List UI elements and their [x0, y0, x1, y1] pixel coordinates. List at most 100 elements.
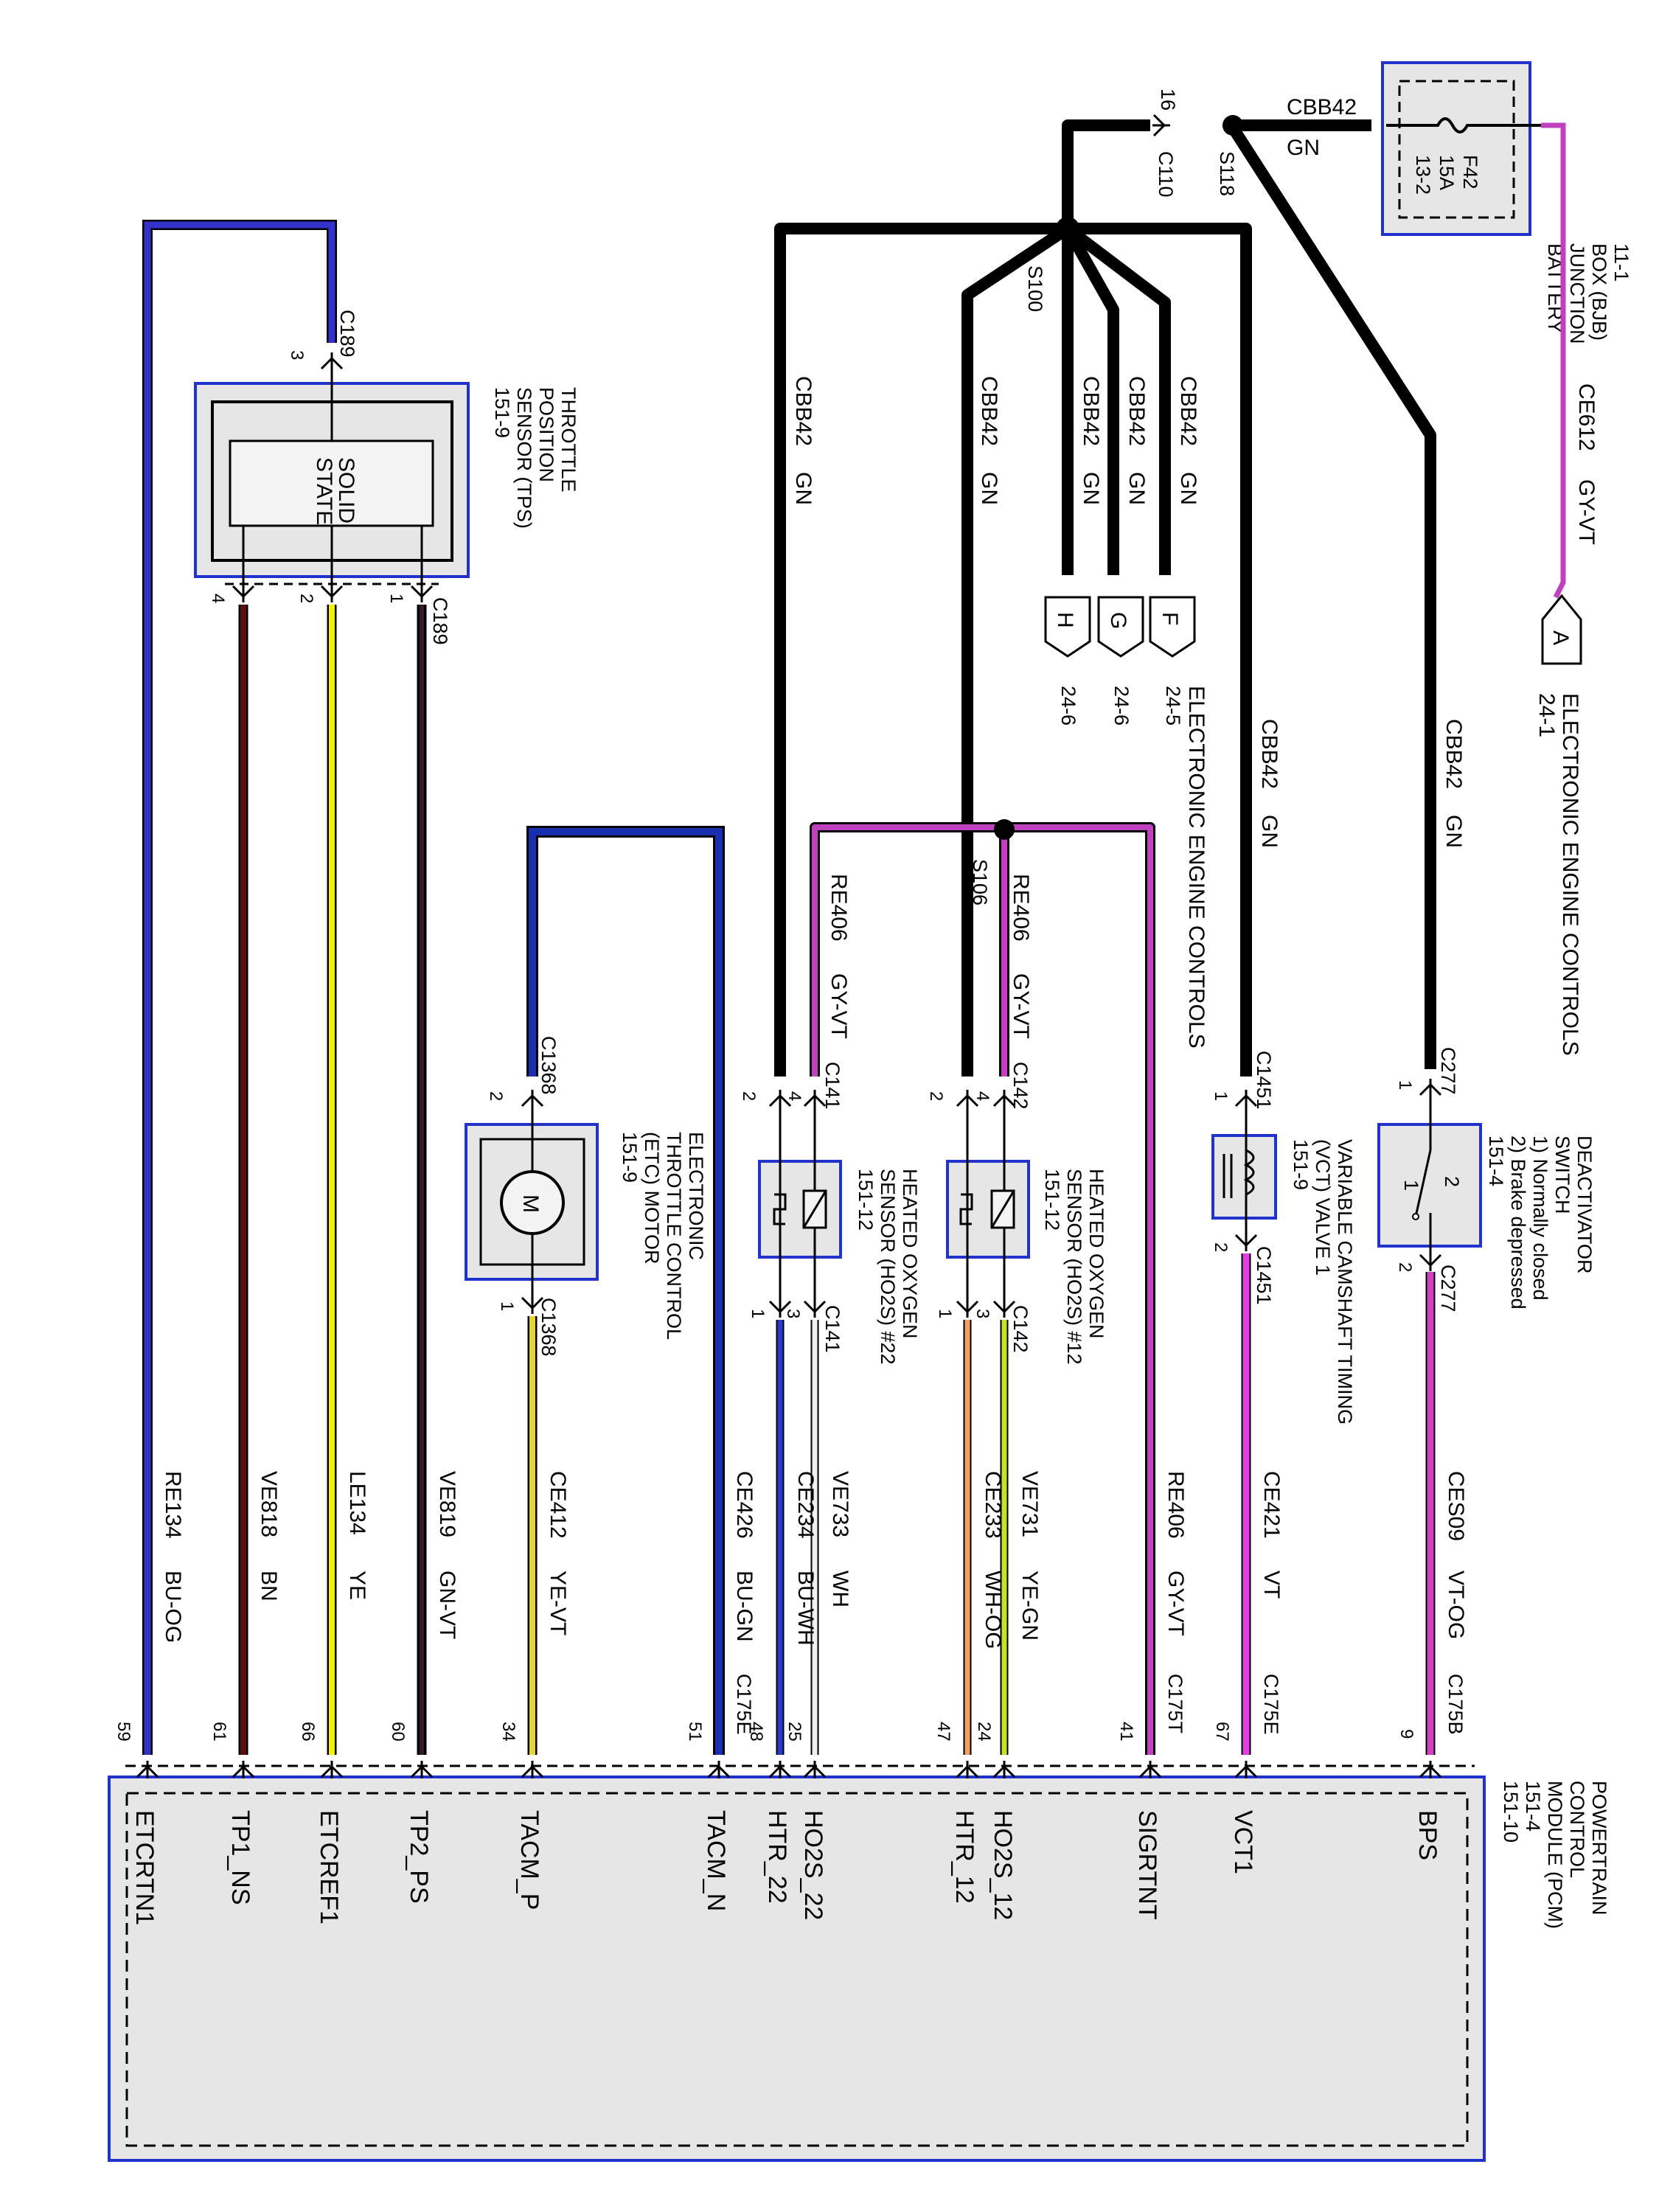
harness-labels: CBB42 GN CBB42 GN CBB42 GN CBB42 GN CBB4… [791, 376, 1466, 1039]
svg-text:4: 4 [785, 1091, 804, 1101]
tps-pin3: 3 [287, 350, 307, 360]
c110-pin-label: 16 [1157, 88, 1179, 111]
svg-text:VT: VT [1259, 1571, 1284, 1599]
top-labels: CBB42 GN 16 C110 S118 S100 S106 [969, 88, 1357, 905]
ho2s12-heater-icon [959, 1193, 973, 1225]
tps-pin4: 4 [208, 594, 228, 603]
svg-text:2: 2 [1441, 1176, 1463, 1187]
tps-pin1: 1 [386, 594, 406, 603]
svg-text:GN: GN [1079, 472, 1103, 505]
svg-text:151-9: 151-9 [619, 1132, 641, 1183]
svg-text:ELECTRONIC: ELECTRONIC [685, 1132, 707, 1260]
svg-text:HO2S_12: HO2S_12 [989, 1810, 1017, 1920]
eec-pin-g: G 24-6 [1097, 596, 1144, 726]
svg-text:G: G [1106, 612, 1130, 629]
svg-text:BPS: BPS [1413, 1810, 1441, 1860]
svg-text:CE426: CE426 [732, 1471, 757, 1539]
svg-text:RE134: RE134 [161, 1471, 185, 1539]
svg-text:151-12: 151-12 [855, 1169, 877, 1231]
vct-box [1211, 1134, 1277, 1220]
svg-text:C277: C277 [1437, 1265, 1459, 1312]
fuse-rating: 15A [1436, 155, 1458, 190]
svg-text:CE234: CE234 [793, 1471, 818, 1539]
svg-text:BU-GN: BU-GN [732, 1571, 757, 1642]
svg-text:41: 41 [1116, 1722, 1136, 1742]
svg-text:24: 24 [974, 1722, 994, 1742]
eec-connector-group: H 24-6 G 24-6 F 24-5 ELECTRONIC ENGINE C… [1044, 596, 1208, 1048]
ho2s22-heater-icon [773, 1193, 787, 1225]
throttle-position-sensor: C189 3 SOLID STATE 4 2 1 C189 THROTTLE P… [142, 220, 580, 1755]
svg-text:1: 1 [935, 1309, 955, 1318]
motor-icon [500, 1170, 565, 1235]
svg-text:SENSOR (HO2S) #12: SENSOR (HO2S) #12 [1063, 1169, 1085, 1365]
cbb42-wire-vct [1068, 223, 1252, 1077]
tps-solid-state-box [229, 439, 434, 527]
ce612-wire [1541, 122, 1566, 599]
svg-text:3: 3 [973, 1309, 992, 1318]
svg-text:1: 1 [748, 1309, 768, 1318]
svg-text:51: 51 [685, 1722, 705, 1742]
fuse-id: F42 [1459, 155, 1481, 189]
vct-title: VARIABLE CAMSHAFT TIMING (VCT) VALVE 1 1… [1290, 1139, 1356, 1425]
svg-text:59: 59 [114, 1722, 133, 1742]
svg-text:VE818: VE818 [257, 1471, 281, 1537]
eec-pin-f: F 24-5 [1149, 596, 1196, 726]
splice-s106 [994, 819, 1015, 840]
svg-text:WH: WH [828, 1571, 852, 1607]
svg-text:HO2S_22: HO2S_22 [799, 1810, 827, 1920]
svg-text:GY-VT: GY-VT [827, 973, 851, 1039]
svg-text:2: 2 [1211, 1242, 1231, 1252]
svg-text:151-4: 151-4 [1485, 1135, 1507, 1186]
svg-text:C175B: C175B [1444, 1674, 1467, 1735]
svg-text:TACM_N: TACM_N [702, 1810, 730, 1911]
svg-text:THROTTLE: THROTTLE [557, 387, 580, 493]
bjb-inner-dashed [1398, 80, 1515, 219]
svg-text:1: 1 [1211, 1091, 1231, 1101]
bjb-name-4: 11-1 [1610, 243, 1632, 282]
cbb42-wire-deactivator [1226, 122, 1436, 1069]
svg-text:TP1_NS: TP1_NS [226, 1810, 254, 1905]
svg-text:YE-VT: YE-VT [546, 1571, 570, 1635]
svg-text:CBB42: CBB42 [1124, 376, 1149, 446]
etc-motor: 2 C1368 M 1 C1368 ELECTRONIC THROTTLE CO… [465, 826, 725, 1755]
bjb-box [1381, 61, 1531, 236]
ce612-circuit: A CE612 GY-VT ELECTRONIC ENGINE CONTROLS… [1534, 122, 1599, 1056]
svg-text:HTR_22: HTR_22 [763, 1810, 791, 1904]
pcm-title: POWERTRAIN CONTROL MODULE (PCM) 151-4 15… [1500, 1781, 1610, 1929]
tps-c189-top: C189 [336, 310, 358, 358]
ho2s12-title: HEATED OXYGEN SENSOR (HO2S) #12 151-12 [1041, 1169, 1107, 1365]
svg-text:C1451: C1451 [1253, 1246, 1275, 1305]
cbb42-wire-f [1064, 223, 1171, 575]
svg-text:60: 60 [388, 1722, 408, 1742]
svg-text:1: 1 [1395, 1080, 1415, 1090]
svg-text:SOLID: SOLID [334, 457, 358, 524]
bjb-name-2: JUNCTION [1566, 243, 1588, 344]
svg-text:61: 61 [209, 1722, 229, 1742]
svg-text:GY-VT: GY-VT [1009, 973, 1033, 1039]
eec-pin-h: H 24-6 [1044, 596, 1091, 726]
ce426-wire [529, 828, 723, 1755]
switch-contact-icon [1414, 1150, 1432, 1217]
svg-text:M: M [518, 1194, 543, 1213]
svg-text:151-10: 151-10 [1500, 1781, 1522, 1843]
svg-text:SWITCH: SWITCH [1551, 1135, 1573, 1214]
eec-a-label: ELECTRONIC ENGINE CONTROLS [1558, 693, 1582, 1056]
svg-text:RE406: RE406 [1164, 1471, 1188, 1539]
svg-text:SIGRTNT: SIGRTNT [1133, 1810, 1161, 1920]
fuse-ref: 13-2 [1412, 155, 1434, 195]
svg-text:C175E: C175E [1260, 1674, 1282, 1735]
tps-title: THROTTLE POSITION SENSOR (TPS) 151-9 [491, 387, 580, 529]
svg-text:47: 47 [933, 1722, 953, 1742]
